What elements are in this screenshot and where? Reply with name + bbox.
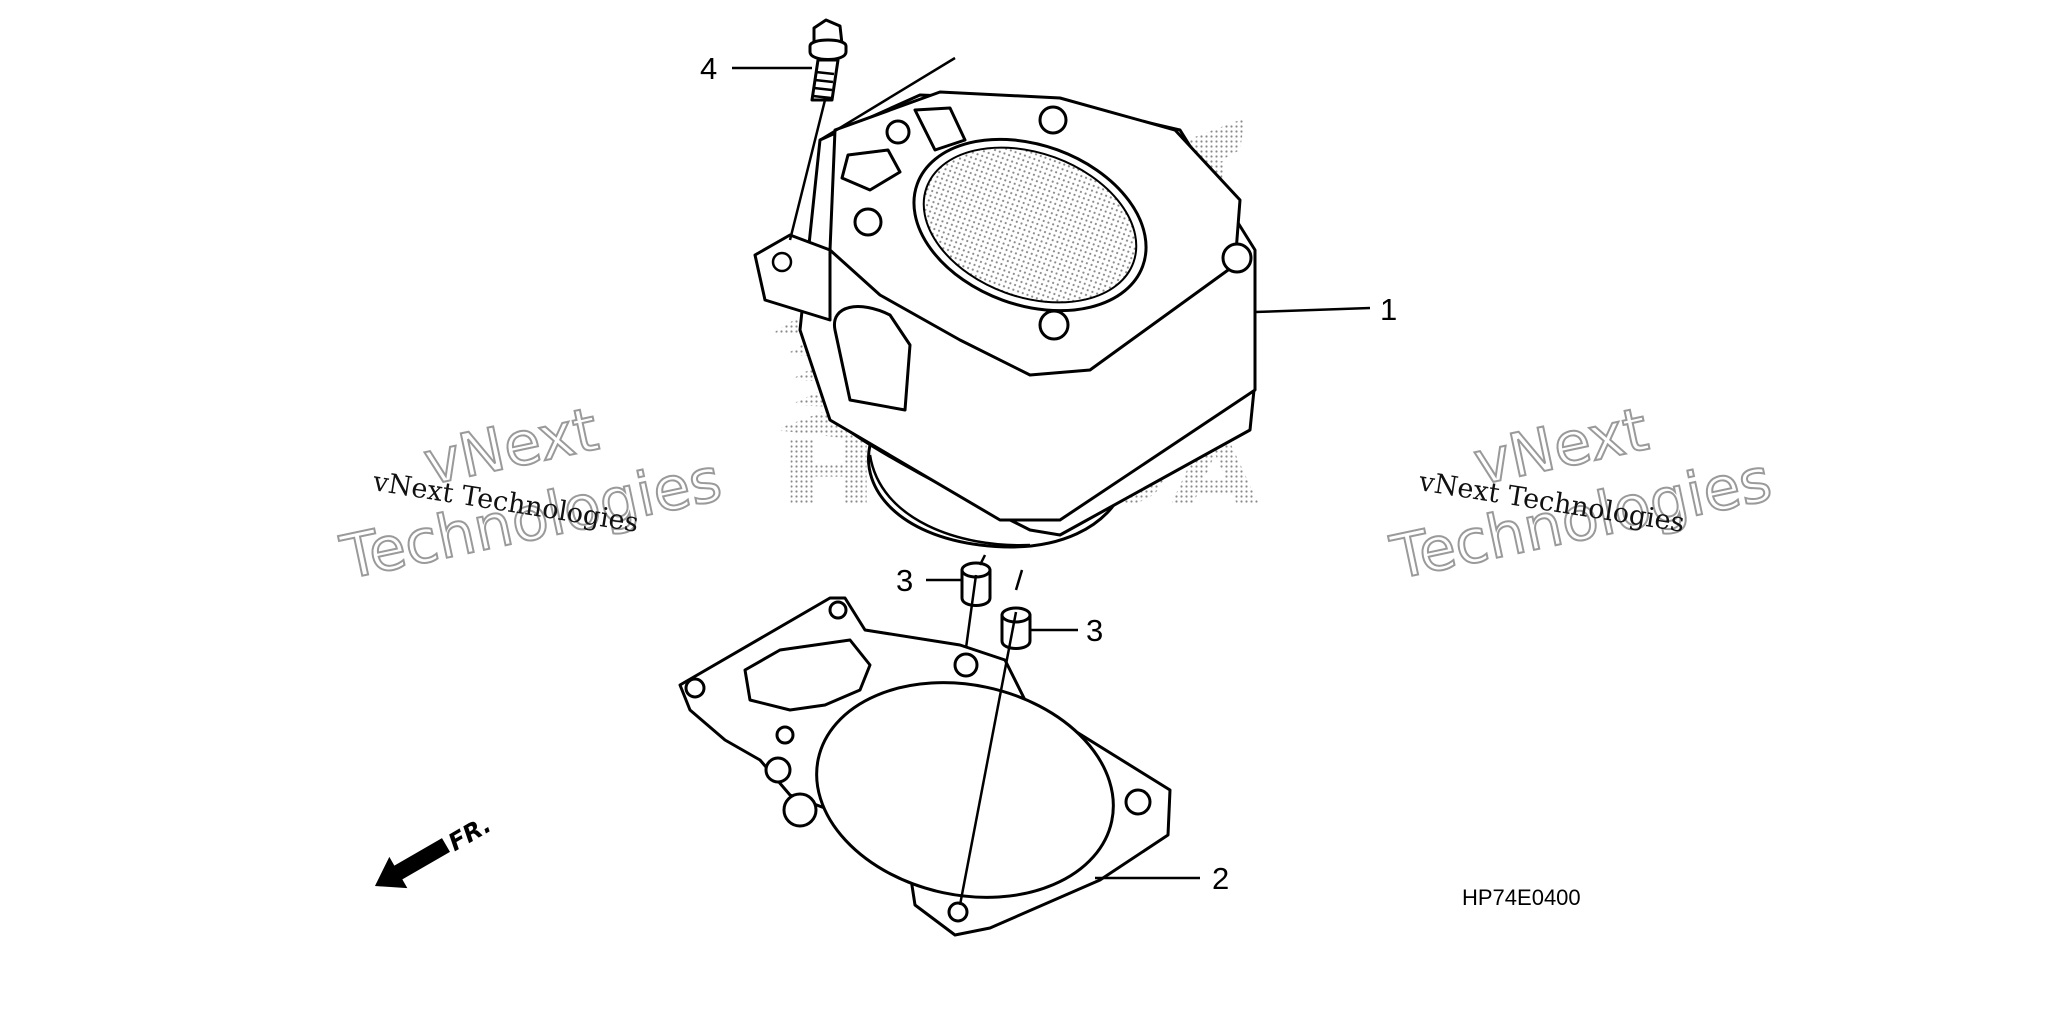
diagram-code: HP74E0400 bbox=[1462, 885, 1581, 910]
callout-4-bolt[interactable]: 4 bbox=[700, 51, 717, 86]
cylinder-base-gasket[interactable] bbox=[678, 596, 1172, 937]
leader-line-1 bbox=[1254, 306, 1371, 314]
bolt[interactable] bbox=[808, 18, 848, 102]
front-arrow-icon bbox=[374, 838, 450, 889]
front-indicator-label: FR. bbox=[443, 810, 495, 856]
callout-1-cylinder[interactable]: 1 bbox=[1380, 292, 1397, 327]
cylinder[interactable] bbox=[753, 90, 1257, 549]
assembly-guide-lines bbox=[788, 56, 1024, 906]
dowel-pin-left[interactable] bbox=[960, 561, 992, 607]
callout-3-dowel-pin-left[interactable]: 3 bbox=[896, 563, 913, 598]
callout-2-gasket[interactable]: 2 bbox=[1212, 861, 1229, 896]
front-direction-indicator: FR. bbox=[374, 810, 496, 889]
callout-3-dowel-pin-right[interactable]: 3 bbox=[1086, 613, 1103, 648]
dowel-pin-right[interactable] bbox=[1000, 606, 1032, 650]
